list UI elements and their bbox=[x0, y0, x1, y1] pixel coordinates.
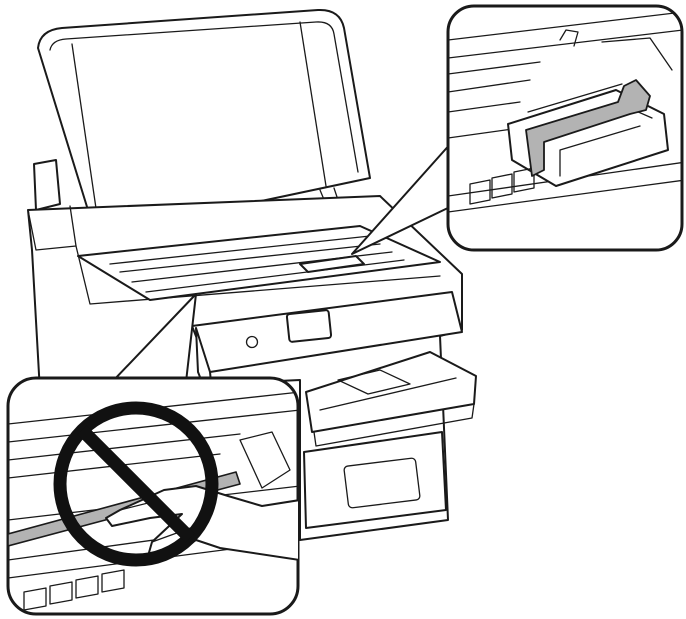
tape-removal-callout bbox=[448, 6, 686, 250]
display-screen bbox=[287, 310, 332, 342]
printer-side-panel bbox=[34, 160, 60, 210]
do-not-touch-callout bbox=[8, 378, 300, 614]
